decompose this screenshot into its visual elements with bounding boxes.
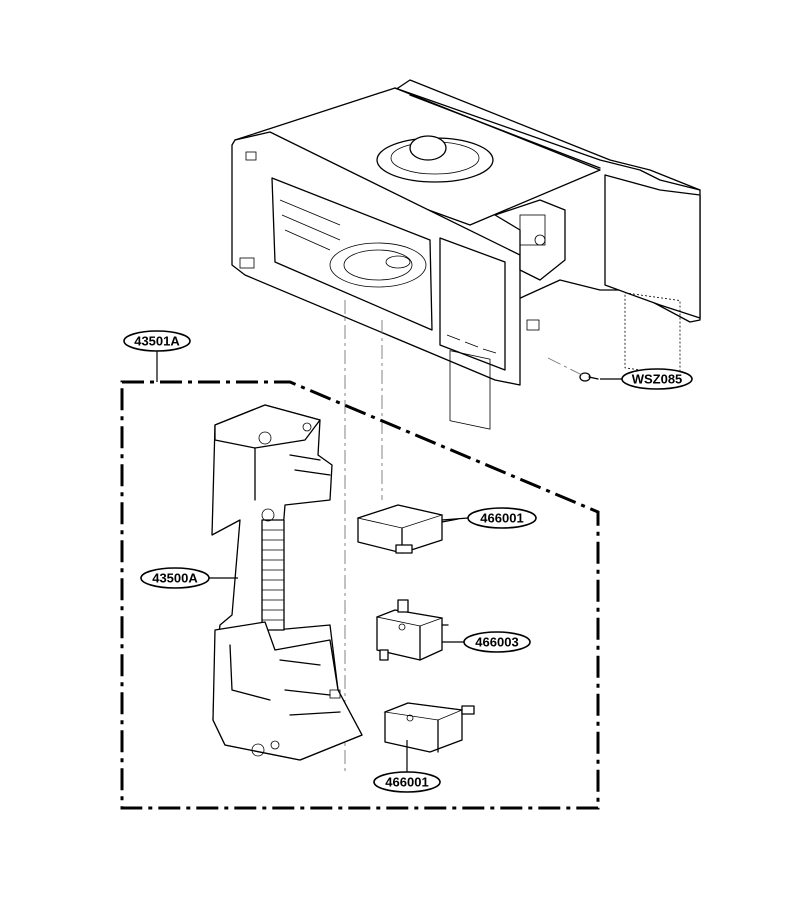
assembly-boundary	[120, 380, 600, 810]
callout-43501a: 43501A	[123, 330, 191, 352]
latch-board-part	[211, 404, 363, 761]
callout-label: 43501A	[134, 334, 180, 349]
callout-label: 466003	[475, 635, 518, 650]
microwave-chassis	[231, 79, 701, 430]
switch-top-part	[356, 504, 459, 554]
callout-label: 466001	[385, 775, 428, 790]
switch-top-leader	[441, 517, 469, 521]
callout-466001-top: 466001	[467, 507, 537, 529]
callout-label: 43500A	[152, 571, 198, 586]
callout-label: 466001	[480, 511, 523, 526]
callout-466003: 466003	[463, 631, 531, 653]
switch-bottom-part	[383, 702, 475, 753]
callout-43500a: 43500A	[140, 567, 210, 589]
callout-wsz085: WSZ085	[621, 368, 693, 390]
switch-middle-part	[375, 599, 449, 661]
callout-label: WSZ085	[632, 372, 683, 387]
callout-466001-bottom: 466001	[373, 771, 441, 793]
screw-part	[547, 357, 599, 382]
